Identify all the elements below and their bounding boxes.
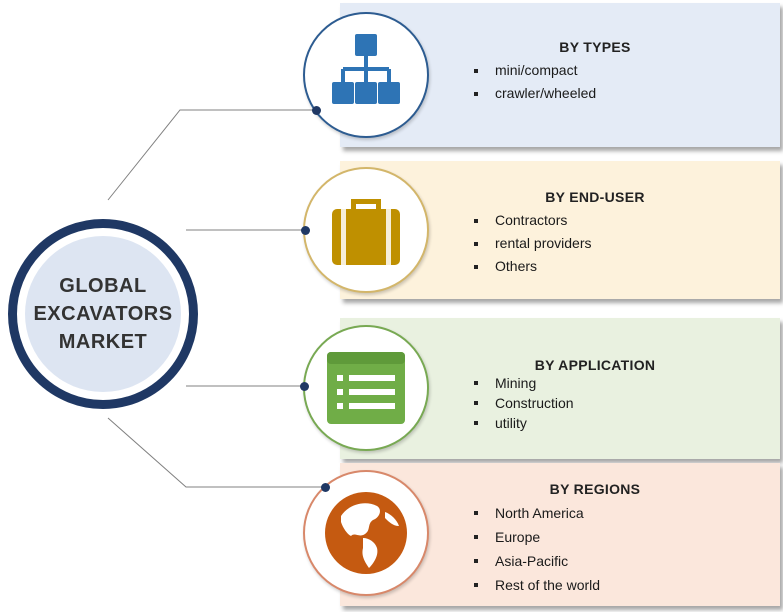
hub-inner: GLOBAL EXCAVATORS MARKET <box>25 236 181 392</box>
segment-heading: BY REGIONS <box>549 481 641 497</box>
list-item: Europe <box>474 525 600 549</box>
list-item: North America <box>474 501 600 525</box>
list-item: Mining <box>474 373 574 393</box>
connector-dot <box>321 483 330 492</box>
list-item: Contractors <box>474 209 592 232</box>
segment-heading: BY END-USER <box>545 189 645 205</box>
hub-title: GLOBAL EXCAVATORS MARKET <box>33 275 173 353</box>
list-item: Asia-Pacific <box>474 549 600 573</box>
list-item: utility <box>474 413 574 433</box>
list-window-icon <box>327 352 405 424</box>
connector-regions <box>107 417 325 488</box>
list-item: Rest of the world <box>474 573 600 597</box>
list-item: Others <box>474 255 592 278</box>
application-icon-circle <box>303 325 429 451</box>
types-icon-circle <box>303 12 429 138</box>
list-item: Construction <box>474 393 574 413</box>
briefcase-icon <box>332 199 400 265</box>
segment-heading: BY TYPES <box>559 39 631 55</box>
end-user-icon-circle <box>303 167 429 293</box>
connector-types <box>107 109 316 201</box>
segment-list: Mining Construction utility <box>474 373 574 433</box>
hub-circle: GLOBAL EXCAVATORS MARKET <box>8 219 198 409</box>
list-item: crawler/wheeled <box>474 82 596 105</box>
segment-list: mini/compact crawler/wheeled <box>474 59 596 105</box>
list-item: mini/compact <box>474 59 596 82</box>
segment-list: Contractors rental providers Others <box>474 209 592 278</box>
hierarchy-icon <box>332 34 400 104</box>
segment-heading: BY APPLICATION <box>534 357 656 373</box>
globe-icon <box>325 492 407 574</box>
connector-dot <box>312 106 321 115</box>
segment-list: North America Europe Asia-Pacific Rest o… <box>474 501 600 597</box>
connector-dot <box>300 382 309 391</box>
connector-dot <box>301 226 310 235</box>
list-item: rental providers <box>474 232 592 255</box>
